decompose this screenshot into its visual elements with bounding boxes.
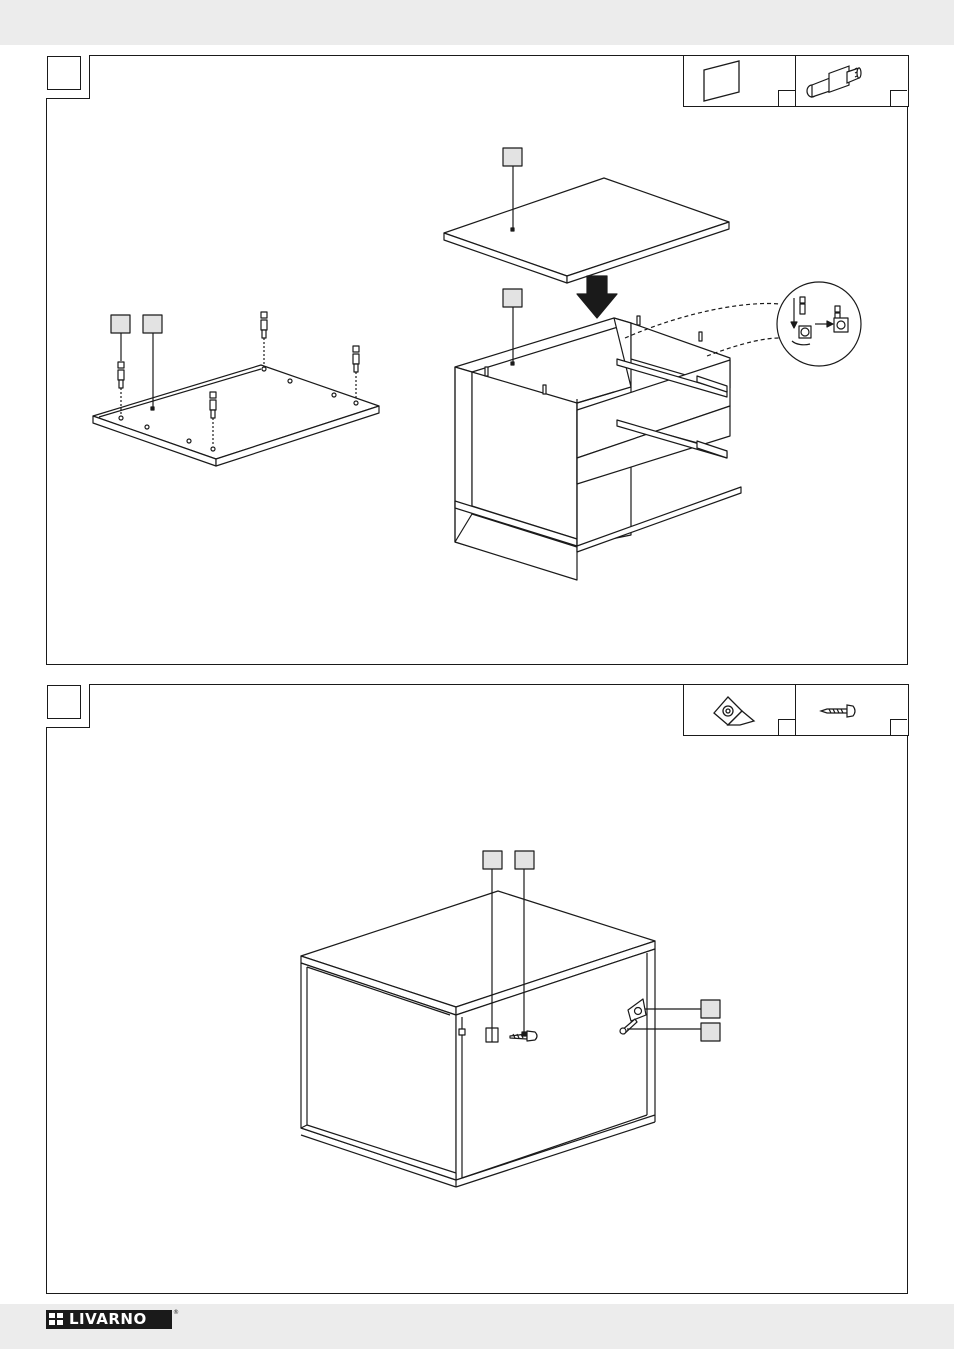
parts-divider: [794, 684, 796, 735]
cabinet-carcass: [454, 288, 742, 581]
top-board: [443, 147, 730, 284]
step-1-number-box: [47, 56, 81, 90]
step-2-panel: [45, 683, 909, 1294]
step-1-part-1-qty: [777, 89, 795, 106]
down-arrow-icon: [576, 275, 618, 319]
bracket-and-screw-left: [458, 850, 538, 1043]
assembled-cabinet: [300, 890, 656, 1188]
brand-name: LIVARNO: [69, 1310, 147, 1328]
step-2-parts-box: [682, 683, 909, 736]
bracket-and-screw-right: [619, 998, 721, 1042]
bottom-board: [92, 364, 380, 467]
parts-divider: [794, 55, 796, 106]
header-band: [0, 0, 954, 45]
cam-lock-detail: [776, 281, 862, 367]
step-2-number-box: [47, 685, 81, 719]
cam-dowel-icon: [805, 64, 862, 98]
part-callouts-left: [110, 314, 163, 411]
wood-screw-icon: [818, 703, 856, 718]
cam-dowels: [117, 311, 360, 452]
step-1-part-2-qty: [889, 89, 907, 106]
panel-part-icon: [702, 59, 740, 102]
step-2-illustration: [300, 850, 721, 1188]
step-1-panel: [45, 54, 909, 665]
logo-mark-icon: [49, 1313, 65, 1326]
corner-bracket-icon: [712, 695, 755, 726]
step-1-parts-box: [682, 54, 909, 107]
livarno-logo: LIVARNO: [46, 1310, 172, 1329]
step-1-illustration: [92, 147, 862, 581]
step-2-part-1-qty: [777, 718, 795, 735]
registered-mark: ®: [173, 1309, 179, 1316]
step-2-part-2-qty: [889, 718, 907, 735]
